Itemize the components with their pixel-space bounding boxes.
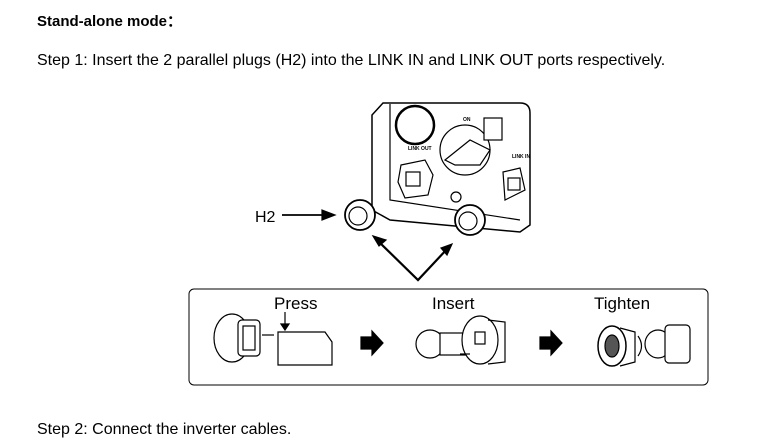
arrow-right-icon (360, 329, 384, 357)
link-out-label: LINK OUT (408, 146, 432, 152)
inverter-panel: ON LINK OUT LINK IN (371, 102, 531, 233)
step-1-text: Step 1: Insert the 2 parallel plugs (H2)… (37, 52, 666, 69)
tighten-illustration (597, 324, 691, 367)
tighten-label: Tighten (594, 294, 650, 313)
press-illustration (213, 312, 333, 366)
link-in-label: LINK IN (512, 154, 530, 160)
insert-illustration (415, 315, 506, 365)
plug-left (344, 199, 376, 231)
arrow-right-icon (539, 329, 563, 357)
insert-label: Insert (432, 294, 475, 313)
press-label: Press (274, 294, 317, 313)
on-label: ON (463, 117, 471, 123)
h2-label: H2 (255, 209, 276, 226)
plug-right (454, 204, 486, 236)
section-heading: Stand-alone mode： (37, 13, 183, 30)
